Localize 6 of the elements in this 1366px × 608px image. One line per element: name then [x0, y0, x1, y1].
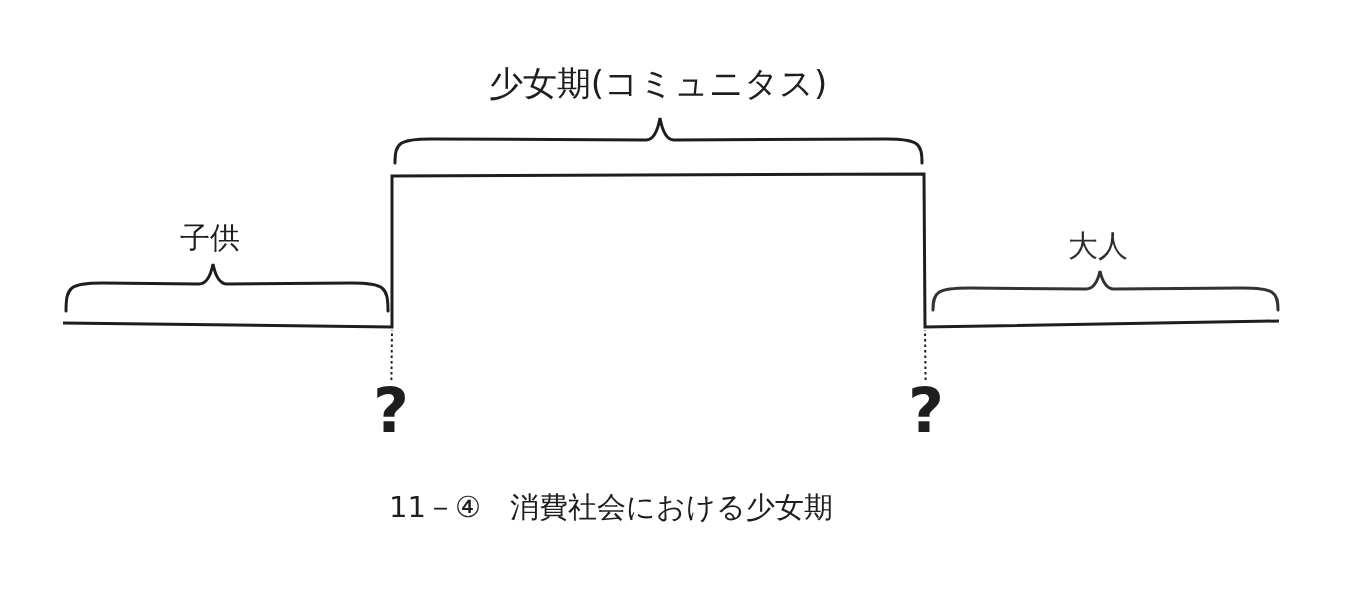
question-mark: ? — [371, 380, 411, 442]
period-label: 子供 — [180, 220, 240, 256]
period-label: 大人 — [1068, 228, 1128, 264]
period-label: 少女期(コミュニタス) — [488, 63, 828, 104]
figure-caption: 11－④ 消費社会における少女期 — [389, 490, 833, 525]
question-mark: ? — [906, 380, 946, 442]
